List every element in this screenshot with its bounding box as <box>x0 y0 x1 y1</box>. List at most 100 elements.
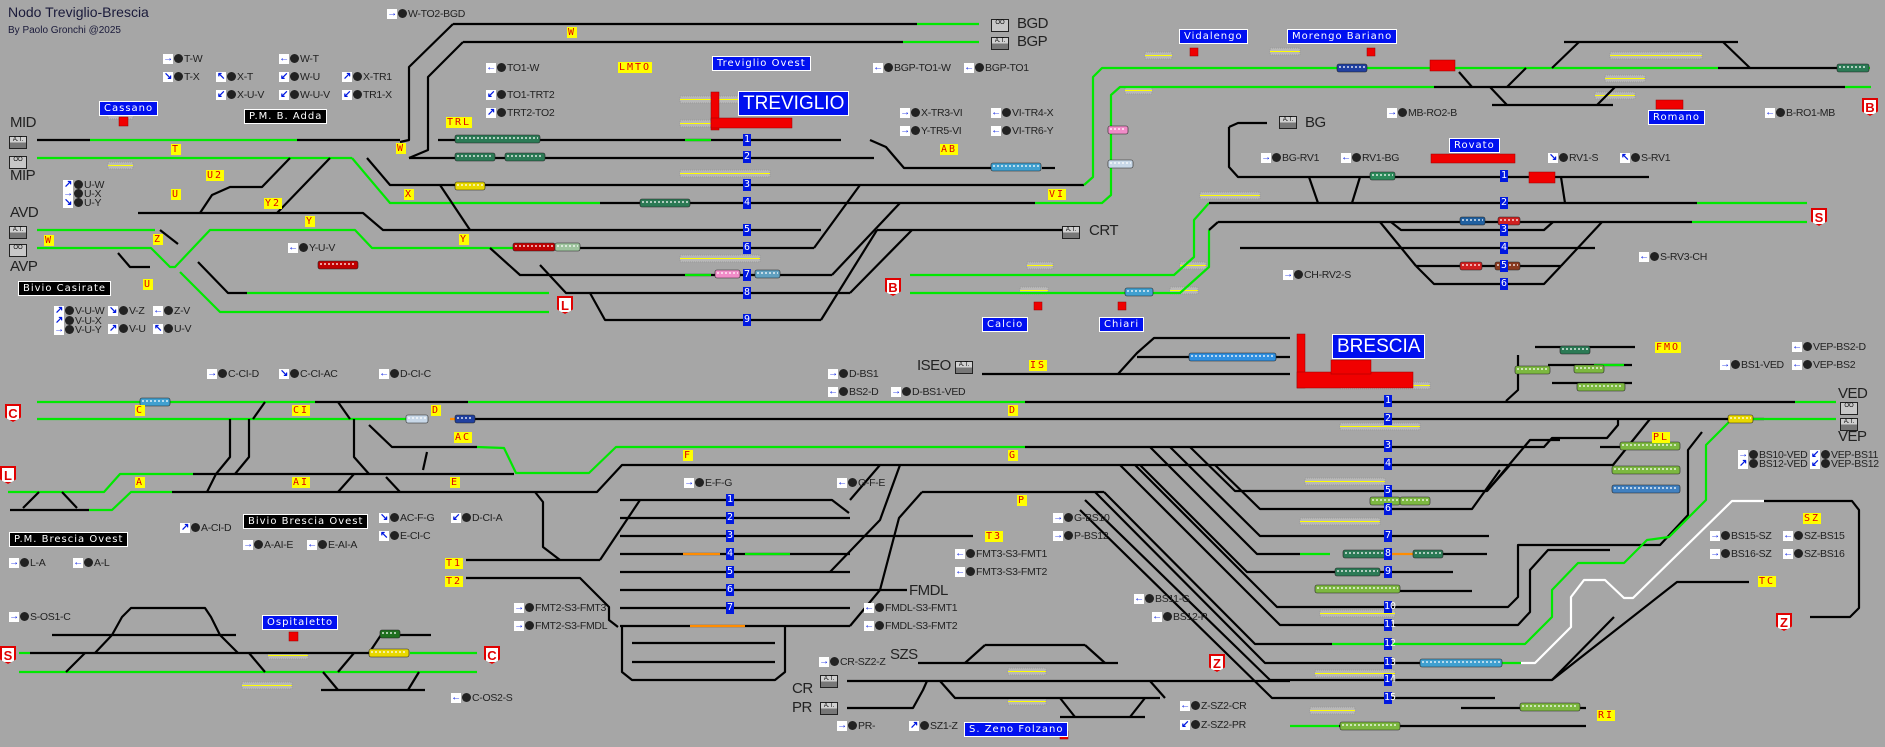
route-button-bgp-to1[interactable]: ←BGP-TO1 <box>964 62 1029 74</box>
route-button-vep-bs12[interactable]: ↙VEP-BS12 <box>1810 458 1879 470</box>
train <box>379 629 401 639</box>
route-button-v-u[interactable]: ↗V-U <box>108 323 146 335</box>
route-button-mb-ro2-b[interactable]: →MB-RO2-B <box>1387 107 1457 119</box>
station-building <box>1330 359 1372 375</box>
route-button-bg-rv1[interactable]: →BG-RV1 <box>1261 152 1319 164</box>
exit-badge-s[interactable]: S <box>0 646 16 664</box>
route-button-s-rv3-ch[interactable]: ←S-RV3-CH <box>1639 251 1707 263</box>
route-button-e-f-g[interactable]: →E-F-G <box>684 477 732 489</box>
block-indicator-icon: OO <box>9 244 27 257</box>
route-button-vep-bs11[interactable]: ↙VEP-BS11 <box>1810 449 1878 461</box>
route-button-s-rv1[interactable]: ↖S-RV1 <box>1620 152 1671 164</box>
route-button-x-tr1[interactable]: ↗X-TR1 <box>342 71 392 83</box>
route-button-rv1-bg[interactable]: ←RV1-BG <box>1341 152 1399 164</box>
exit-badge-z[interactable]: Z <box>1209 654 1225 672</box>
route-button-bs10-ved[interactable]: →BS10-VED <box>1738 449 1808 461</box>
route-button-cr-sz2-z[interactable]: →CR-SZ2-Z <box>819 656 886 668</box>
route-button-s-os1-c[interactable]: →S-OS1-C <box>9 611 71 623</box>
route-button-z-v[interactable]: ←Z-V <box>153 305 190 317</box>
route-button-e-ci-c[interactable]: ↖E-CI-C <box>379 530 431 542</box>
route-button-fmt3-s3-fmt1[interactable]: ←FMT3-S3-FMT1 <box>955 548 1047 560</box>
route-button-rv1-s[interactable]: ↘RV1-S <box>1548 152 1599 164</box>
route-button-l-a[interactable]: →L-A <box>9 557 46 569</box>
route-button-fmt3-s3-fmt2[interactable]: ←FMT3-S3-FMT2 <box>955 566 1047 578</box>
route-button-ch-rv2-s[interactable]: →CH-RV2-S <box>1283 269 1351 281</box>
route-button-v-u-w[interactable]: ↗V-U-W <box>54 305 105 317</box>
route-button-w-t[interactable]: ←W-T <box>279 53 319 65</box>
route-button-y-u-v[interactable]: ←Y-U-V <box>288 242 335 254</box>
route-button-b-ro1-mb[interactable]: ←B-RO1-MB <box>1765 107 1835 119</box>
route-button-u-v[interactable]: ↖U-V <box>153 323 191 335</box>
exit-badge-b[interactable]: B <box>885 278 901 296</box>
arrow-down-left-icon: ↙ <box>216 88 226 100</box>
route-button-bs2-d[interactable]: ←BS2-D <box>828 386 879 398</box>
route-button-g-bs10[interactable]: →G-BS10 <box>1053 512 1110 524</box>
route-button-v-u-x[interactable]: ↗V-U-X <box>54 315 102 327</box>
exit-badge-s[interactable]: S <box>1811 208 1827 226</box>
route-button-w-u[interactable]: ↙W-U <box>279 71 320 83</box>
route-button-w-to2-bgd[interactable]: →W-TO2-BGD <box>387 8 465 20</box>
route-button-tr1-x[interactable]: ↙TR1-X <box>342 89 392 101</box>
route-button-d-bs1-ved[interactable]: →D-BS1-VED <box>891 386 966 398</box>
yard-label: PL <box>1652 432 1671 443</box>
route-button-u-y[interactable]: ↘U-Y <box>63 197 101 209</box>
route-button-z-sz2-pr[interactable]: ↙Z-SZ2-PR <box>1180 719 1246 731</box>
route-button-sz1-z[interactable]: ↗SZ1-Z <box>909 720 958 732</box>
route-button-sz-bs16[interactable]: ←SZ-BS16 <box>1783 548 1845 560</box>
route-button-vi-tr6-y[interactable]: ←VI-TR6-Y <box>991 125 1054 137</box>
route-button-bs12-p[interactable]: ←BS12-P <box>1152 611 1208 623</box>
route-button-g-f-e[interactable]: ←G-F-E <box>837 477 885 489</box>
train <box>454 152 496 162</box>
route-button-pr-[interactable]: →PR- <box>837 720 875 732</box>
route-button-vep-bs2-d[interactable]: ←VEP-BS2-D <box>1792 341 1866 353</box>
route-button-v-z[interactable]: ↘V-Z <box>108 305 145 317</box>
exit-badge-z[interactable]: Z <box>1776 613 1792 631</box>
route-button-fmdl-s3-fmt1[interactable]: ←FMDL-S3-FMT1 <box>864 602 958 614</box>
route-button-v-u-y[interactable]: →V-U-Y <box>54 324 102 336</box>
route-button-vi-tr4-x[interactable]: ←VI-TR4-X <box>991 107 1054 119</box>
route-button-w-u-v[interactable]: ↙W-U-V <box>279 89 330 101</box>
route-button-p-bs12[interactable]: →P-BS12 <box>1053 530 1109 542</box>
route-button-u-x[interactable]: →U-X <box>63 188 101 200</box>
route-button-fmt2-s3-fmt3[interactable]: →FMT2-S3-FMT3 <box>514 602 606 614</box>
route-button-c-os2-s[interactable]: ←C-OS2-S <box>451 692 513 704</box>
route-button-t-x[interactable]: ↘T-X <box>163 71 200 83</box>
route-button-a-ci-d[interactable]: ↗A-CI-D <box>180 522 232 534</box>
route-button-a-ai-e[interactable]: →A-AI-E <box>243 539 293 551</box>
route-button-y-tr5-vi[interactable]: →Y-TR5-VI <box>900 125 962 137</box>
route-button-bs11-g[interactable]: ←BS11-G <box>1134 593 1190 605</box>
route-button-bs16-sz[interactable]: →BS16-SZ <box>1710 548 1772 560</box>
route-button-x-tr3-vi[interactable]: →X-TR3-VI <box>900 107 963 119</box>
route-button-x-t[interactable]: ↖X-T <box>216 71 253 83</box>
route-button-vep-bs2[interactable]: ←VEP-BS2 <box>1792 359 1856 371</box>
route-button-bgp-to1-w[interactable]: ←BGP-TO1-W <box>873 62 951 74</box>
exit-badge-c[interactable]: C <box>484 646 500 664</box>
route-button-d-bs1[interactable]: →D-BS1 <box>828 368 879 380</box>
route-button-bs15-sz[interactable]: →BS15-SZ <box>1710 530 1772 542</box>
route-button-to1-w[interactable]: ←TO1-W <box>486 62 539 74</box>
exit-badge-l[interactable]: L <box>557 296 573 314</box>
route-button-d-ci-c[interactable]: ←D-CI-C <box>379 368 431 380</box>
route-button-bs1-ved[interactable]: →BS1-VED <box>1720 359 1784 371</box>
route-button-u-w[interactable]: ↗U-W <box>63 179 104 191</box>
route-button-c-ci-ac[interactable]: ↘C-CI-AC <box>279 368 338 380</box>
route-button-x-u-v[interactable]: ↙X-U-V <box>216 88 264 101</box>
exit-badge-c[interactable]: C <box>5 404 21 422</box>
exit-badge-b[interactable]: B <box>1862 98 1878 116</box>
exit-badge-l[interactable]: L <box>0 466 16 484</box>
route-button-fmdl-s3-fmt2[interactable]: ←FMDL-S3-FMT2 <box>864 620 958 632</box>
route-button-e-ai-a[interactable]: ←E-AI-A <box>307 539 357 551</box>
route-button-z-sz2-cr[interactable]: ←Z-SZ2-CR <box>1180 700 1247 712</box>
route-button-bs12-ved[interactable]: ↗BS12-VED <box>1738 458 1808 470</box>
route-button-d-ci-a[interactable]: ↙D-CI-A <box>451 512 503 524</box>
arrow-left-icon: ← <box>73 556 83 568</box>
route-button-to1-trt2[interactable]: ↙TO1-TRT2 <box>486 89 555 101</box>
route-button-fmt2-s3-fmdl[interactable]: →FMT2-S3-FMDL <box>514 620 608 632</box>
route-button-ac-f-g[interactable]: ↘AC-F-G <box>379 512 435 524</box>
route-button-t-w[interactable]: →T-W <box>163 53 203 65</box>
station-building <box>710 117 793 129</box>
route-button-a-l[interactable]: ←A-L <box>73 556 110 569</box>
route-button-sz-bs15[interactable]: ←SZ-BS15 <box>1783 530 1845 542</box>
route-button-c-ci-d[interactable]: →C-CI-D <box>207 368 259 380</box>
route-button-trt2-to2[interactable]: ↗TRT2-TO2 <box>486 107 555 119</box>
